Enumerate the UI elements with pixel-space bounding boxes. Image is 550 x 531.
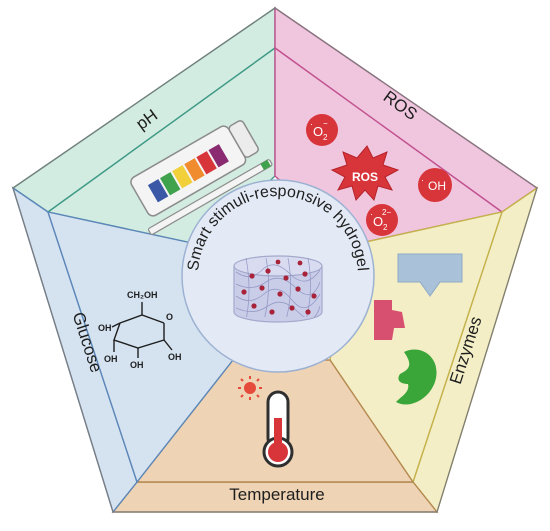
- sun-icon: [238, 376, 262, 400]
- superoxide-radical-icon-1: · O 2 −: [306, 114, 338, 146]
- enzyme-green-shape-icon: [396, 349, 437, 405]
- ph-test-strip-icon: [130, 120, 273, 235]
- ros-o-1: O: [313, 124, 323, 139]
- ros-o-2: O: [373, 214, 383, 229]
- superoxide-radical-icon-2: · O 2 2−: [366, 204, 398, 236]
- hydroxyl-radical-icon: · OH: [418, 168, 452, 202]
- oh-dot: ·: [421, 175, 424, 185]
- glucose-oh-2: OH: [104, 354, 118, 364]
- glucose-oh-1: OH: [98, 323, 112, 333]
- oh-label: OH: [428, 179, 446, 193]
- glucose-structure-icon: [111, 302, 173, 358]
- enzyme-substrate-bubble-icon: [397, 253, 463, 297]
- temperature-label: Temperature: [229, 485, 324, 504]
- glucose-ring-o: O: [166, 312, 173, 322]
- hydrogel-cylinder-icon: [233, 255, 323, 323]
- ros-star-label: ROS: [352, 170, 378, 184]
- ros-burst-icon: ROS: [330, 145, 400, 202]
- glucose-oh-3: OH: [130, 360, 144, 370]
- ros-sup-1: −: [323, 119, 328, 128]
- pentagon-outline: [12, 7, 538, 513]
- glucose-ch2oh: CH₂OH: [127, 290, 158, 300]
- enzyme-pink-block-icon: [374, 300, 405, 340]
- ros-dot-1: ·: [310, 119, 313, 129]
- ros-sub-1: 2: [323, 133, 328, 142]
- glucose-labels: CH₂OH O OH OH OH OH: [98, 290, 182, 370]
- ros-sup-2: 2−: [382, 208, 391, 217]
- ros-sub-2: 2: [383, 223, 388, 232]
- ros-dot-2: ·: [370, 209, 373, 219]
- glucose-oh-4: OH: [168, 352, 182, 362]
- thermometer-icon: [262, 390, 294, 468]
